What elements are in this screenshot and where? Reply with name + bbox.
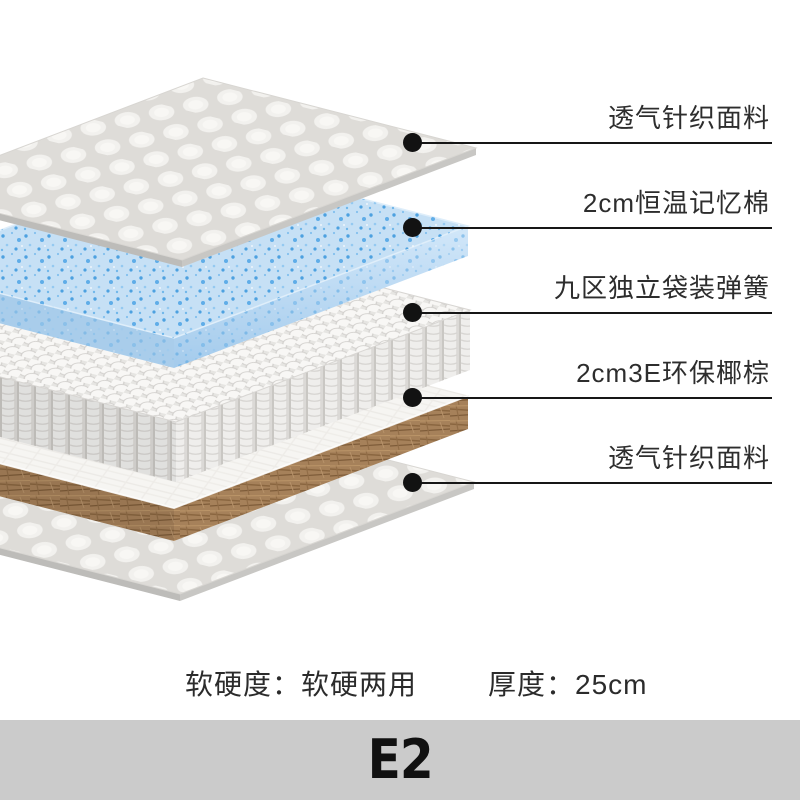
coir-side-right: [174, 396, 468, 541]
layer-label-coconut-coir: 2cm3E环保椰棕: [576, 358, 770, 388]
callout-dot-icon: [403, 218, 422, 237]
foam-side-left-speckle: [0, 293, 174, 368]
layer-label-top-fabric: 透气针织面料: [607, 103, 770, 133]
springs-front-right: [176, 310, 470, 482]
layer-top-fabric: [0, 77, 478, 267]
bottom-fabric-edge: [180, 482, 474, 601]
model-bar: E2: [0, 720, 800, 800]
coir-top-edge-highlight: [0, 395, 469, 510]
spec-firmness: 软硬度：软硬两用: [185, 669, 418, 700]
callout-coconut-coir: 2cm3E环保椰棕: [403, 356, 772, 407]
callout-top-fabric: 透气针织面料: [403, 101, 772, 152]
callout-memory-foam: 2cm恒温记忆棉: [403, 186, 772, 237]
callout-dot-icon: [403, 388, 422, 407]
coir-side-left: [0, 463, 174, 541]
layer-label-bottom-fabric: 透气针织面料: [607, 443, 770, 473]
top-fabric-top: [0, 77, 478, 261]
coir-side-shade: [0, 463, 174, 541]
top-fabric-edge: [182, 148, 476, 267]
callout-pocket-springs: 九区独立袋装弹簧: [403, 271, 772, 322]
springs-front-left: [0, 376, 176, 482]
callout-dot-icon: [403, 303, 422, 322]
springs-front-shade: [0, 376, 176, 482]
foam-side-right-speckle: [174, 226, 468, 368]
bottom-fabric-edge: [0, 547, 180, 601]
spec-thickness: 厚度：25cm: [488, 669, 648, 700]
layer-label-pocket-springs: 九区独立袋装弹簧: [553, 273, 770, 303]
top-fabric-edge: [0, 213, 182, 267]
callout-dot-icon: [403, 133, 422, 152]
callout-bottom-fabric: 透气针织面料: [403, 441, 772, 492]
model-label: E2: [367, 728, 433, 791]
layer-label-memory-foam: 2cm恒温记忆棉: [582, 188, 770, 218]
callout-dot-icon: [403, 473, 422, 492]
